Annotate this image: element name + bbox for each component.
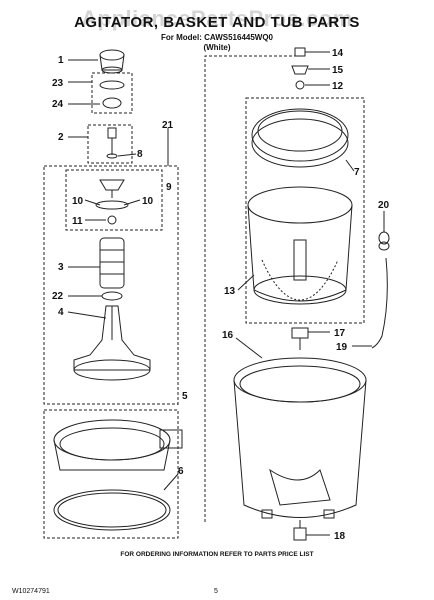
document-number: W10274791	[12, 588, 50, 595]
group-box-dogs	[65, 169, 163, 231]
callout-12: 12	[332, 81, 344, 92]
callout-18: 18	[334, 531, 346, 542]
page-title: AGITATOR, BASKET AND TUB PARTS	[74, 14, 360, 31]
connector-line	[204, 55, 300, 522]
oring-part	[102, 97, 122, 109]
hub-nut-part	[291, 327, 309, 350]
watermark-text: AppliancePartsPros.com	[81, 6, 353, 31]
callout-7: 7	[354, 167, 360, 178]
agitator-dogs-part	[95, 179, 129, 225]
callout-14: 14	[332, 48, 344, 59]
callout-13: 13	[224, 286, 236, 297]
callout-22: 22	[52, 291, 64, 302]
callout-20: 20	[378, 200, 390, 211]
callout-9: 9	[166, 182, 172, 193]
agitator-base-part	[73, 305, 151, 381]
page-number: 5	[214, 588, 218, 595]
callout-3: 3	[58, 262, 64, 273]
callout-5: 5	[182, 391, 188, 402]
bolt-part	[106, 127, 118, 159]
basket-ring-part	[251, 108, 349, 168]
drain-fitting-part	[293, 520, 307, 541]
agitator-cap-part	[99, 49, 125, 74]
callout-15: 15	[332, 65, 344, 76]
callout-10-right: 10	[142, 196, 154, 207]
ordering-note: FOR ORDERING INFORMATION REFER TO PARTS …	[120, 551, 314, 558]
callout-1: 1	[58, 55, 64, 66]
color-line: (White)	[203, 43, 231, 52]
outer-tub-part	[233, 357, 367, 519]
callout-11: 11	[72, 216, 83, 227]
model-line: For Model: CAWS516445WQ0	[160, 33, 274, 42]
wash-basket-part	[247, 186, 353, 305]
callout-23: 23	[52, 78, 64, 89]
callout-21: 21	[162, 120, 174, 131]
group-box-bolt	[87, 124, 133, 164]
callout-17: 17	[334, 328, 346, 339]
callout-labels: 1 23 24 2 8 21 9 10 10 11 3 22 4 5 6 14 …	[52, 48, 390, 542]
spring-sleeve-part	[99, 237, 125, 289]
balance-ring-part	[53, 419, 183, 531]
cap-seal-part	[99, 80, 125, 90]
callout-2: 2	[58, 132, 64, 143]
callout-24: 24	[52, 99, 64, 110]
group-box-basket	[245, 97, 365, 324]
cam-part	[101, 291, 123, 301]
callout-10-left: 10	[72, 196, 84, 207]
group-box-cap	[91, 72, 133, 114]
hose-clamp-part	[378, 231, 390, 251]
callout-4: 4	[58, 307, 64, 318]
group-box-agitator	[43, 165, 179, 405]
pressure-hose-part	[371, 257, 388, 349]
callout-16: 16	[222, 330, 234, 341]
callout-6: 6	[178, 466, 184, 477]
callout-19: 19	[336, 342, 348, 353]
shaft-top-parts	[291, 47, 309, 90]
leader-lines	[67, 51, 385, 536]
callout-8: 8	[137, 149, 143, 160]
